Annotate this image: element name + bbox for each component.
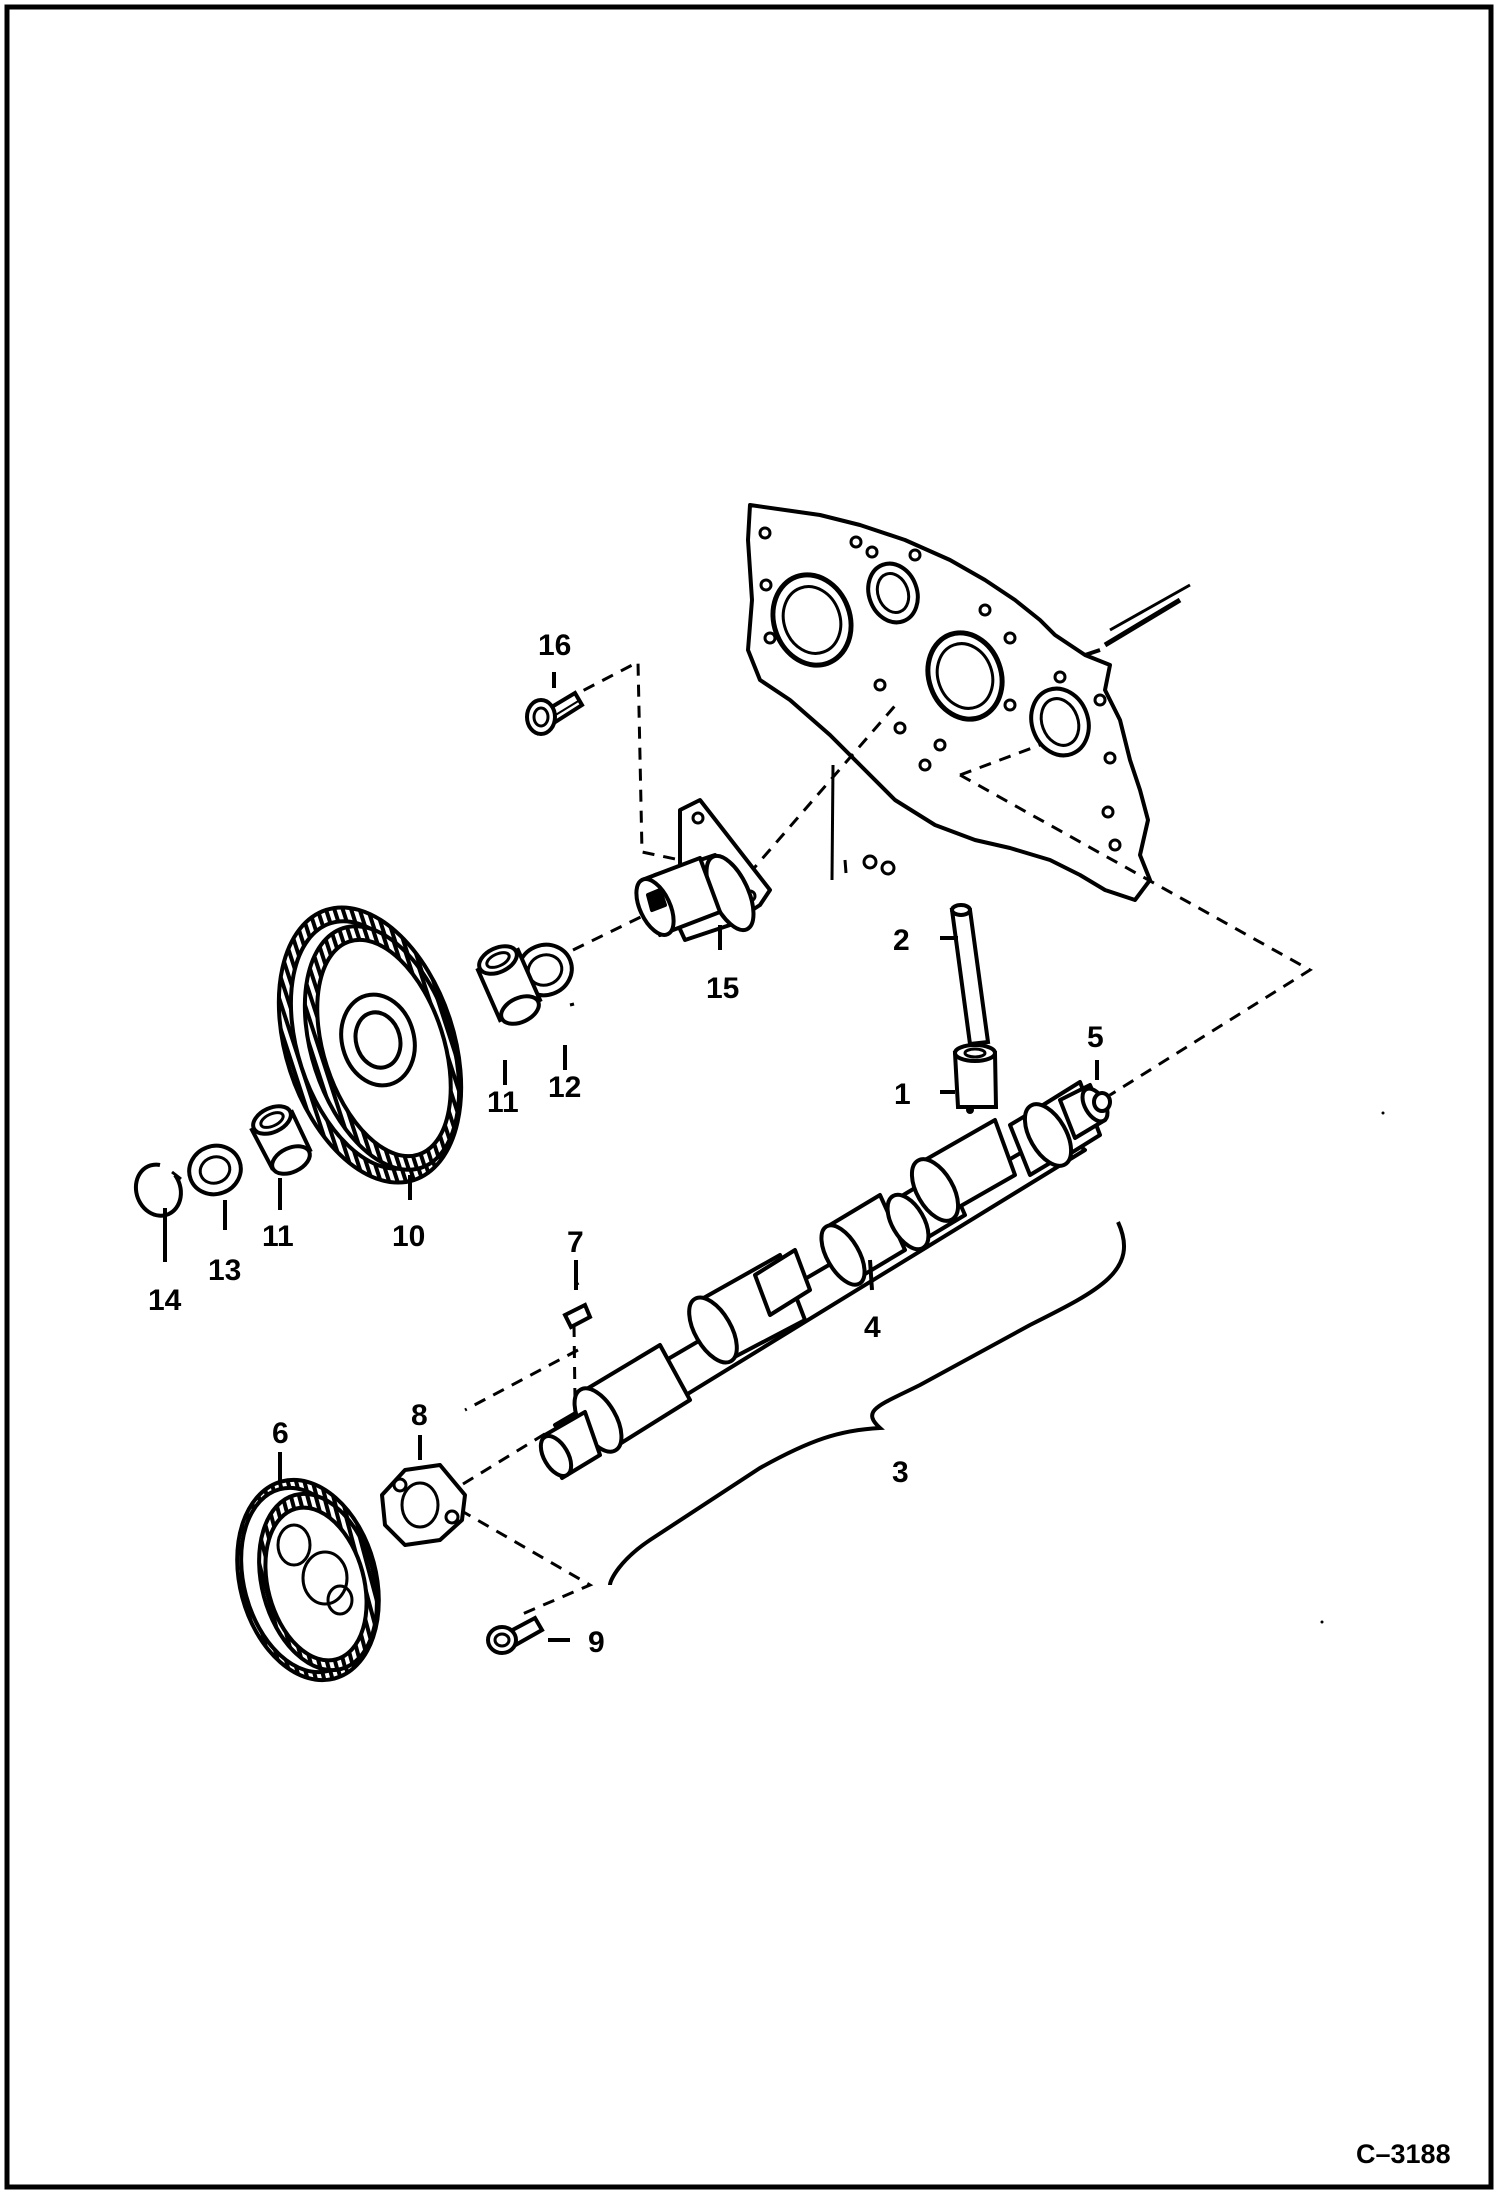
- housing-gap-mark: [843, 859, 848, 874]
- part-15-idler-shaft: [634, 798, 772, 942]
- part-7-key: [562, 1302, 593, 1330]
- part-14-snap-ring: [133, 1162, 183, 1218]
- part-11-bushing-upper: [475, 944, 543, 1026]
- callout-8: 8: [411, 1399, 428, 1432]
- gear-housing-plate: [746, 503, 1191, 902]
- part-8-thrust-plate: [380, 1463, 467, 1547]
- callout-3: 3: [892, 1456, 909, 1489]
- part-5-plug: [1092, 1091, 1112, 1113]
- part-11-bushing-lower: [249, 1104, 313, 1176]
- callout-9: 9: [588, 1626, 605, 1659]
- part-4-camshaft: [538, 1080, 1110, 1480]
- callout-5: 5: [1087, 1021, 1104, 1054]
- callout-7: 7: [567, 1226, 584, 1259]
- callout-6: 6: [272, 1417, 289, 1450]
- part-6-camshaft-gear: [235, 1477, 381, 1683]
- part-16-cap-screw: [525, 690, 585, 736]
- callout-11-lower: 11: [262, 1220, 294, 1253]
- part-13-thrust-washer: [187, 1143, 243, 1197]
- callout-1: 1: [894, 1078, 911, 1111]
- housing-dowel-line: [830, 764, 835, 881]
- callout-13: 13: [208, 1254, 241, 1287]
- speck: [1320, 1620, 1324, 1624]
- callout-2: 2: [893, 924, 910, 957]
- speck: [1381, 1111, 1385, 1115]
- callout-tick-lines: [163, 672, 1099, 1642]
- callout-15: 15: [706, 972, 739, 1005]
- part-9-cap-screw: [486, 1615, 545, 1655]
- callout-10: 10: [392, 1220, 425, 1253]
- callout-11-upper: 11: [487, 1086, 519, 1119]
- assembly-brace: [608, 1221, 1126, 1586]
- part-1-tappet: [952, 1043, 999, 1114]
- assembly-leader-lines: [459, 659, 1313, 1617]
- part-2-push-rod: [949, 903, 991, 1047]
- callout-14: 14: [148, 1284, 182, 1317]
- housing-bolt-holes: [758, 526, 1122, 876]
- callout-16: 16: [538, 629, 571, 662]
- figure-reference: C–3188: [1356, 2139, 1451, 2169]
- part-10-idler-gear: [276, 905, 464, 1185]
- callout-12: 12: [548, 1071, 581, 1104]
- page-border: [4, 4, 1494, 2190]
- callout-4: 4: [864, 1311, 881, 1344]
